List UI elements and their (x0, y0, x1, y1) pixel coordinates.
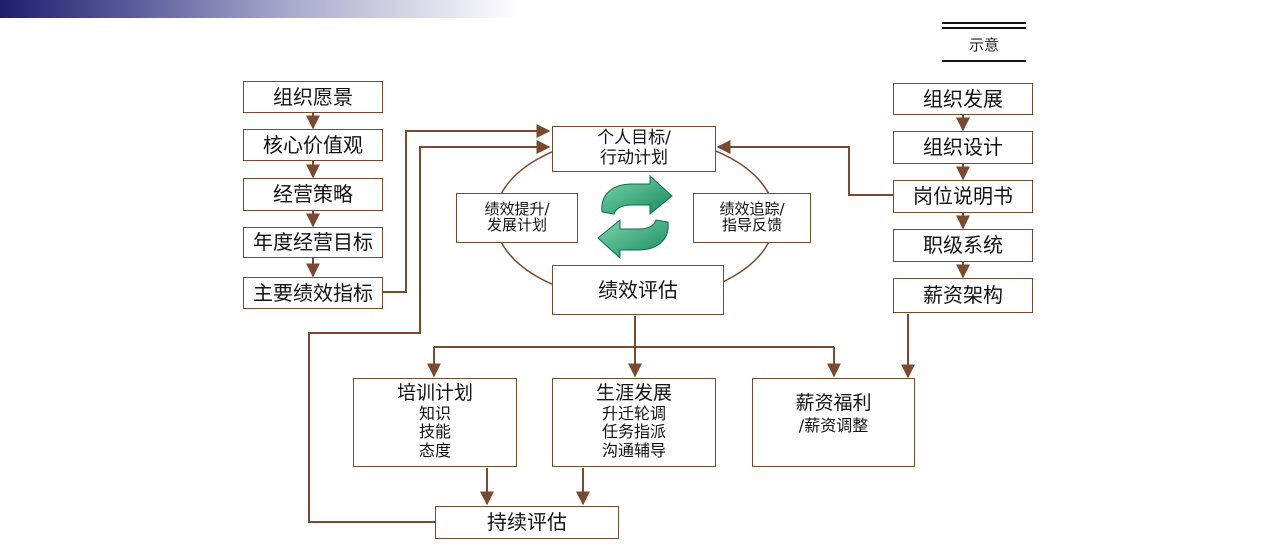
arrow-continuous-to-goal (308, 140, 551, 523)
node-career-development: 生涯发展 升迁轮调 任务指派 沟通辅导 (552, 378, 716, 467)
refresh-cycle-icon (597, 174, 673, 260)
node-business-strategy: 经营策略 (243, 178, 383, 211)
node-annual-goals: 年度经营目标 (243, 227, 383, 258)
node-kpi: 主要绩效指标 (243, 277, 383, 309)
legend: 示意 (942, 22, 1026, 66)
arrow-kpi-to-goal (383, 124, 551, 293)
legend-label: 示意 (968, 36, 999, 54)
node-salary-architecture: 薪资架构 (893, 278, 1033, 313)
node-personal-goal: 个人目标/行动计划 (552, 126, 716, 172)
node-continuous-evaluation: 持续评估 (435, 506, 619, 539)
node-org-development: 组织发展 (893, 83, 1033, 115)
node-tracking-feedback: 绩效追踪/指导反馈 (693, 193, 811, 243)
node-core-values: 核心价值观 (243, 129, 383, 161)
node-grade-system: 职级系统 (893, 229, 1033, 262)
node-org-vision: 组织愿景 (243, 81, 383, 113)
node-performance-evaluation: 绩效评估 (552, 265, 724, 315)
node-improvement-plan: 绩效提升/发展计划 (456, 193, 578, 243)
node-training-plan: 培训计划 知识 技能 态度 (353, 378, 517, 467)
node-org-design: 组织设计 (893, 131, 1033, 164)
arrow-jobdesc-to-goal (716, 140, 893, 196)
node-compensation: 薪资福利 /薪资调整 (752, 378, 915, 467)
node-job-description: 岗位说明书 (893, 180, 1033, 213)
title-bar-gradient (0, 0, 520, 18)
